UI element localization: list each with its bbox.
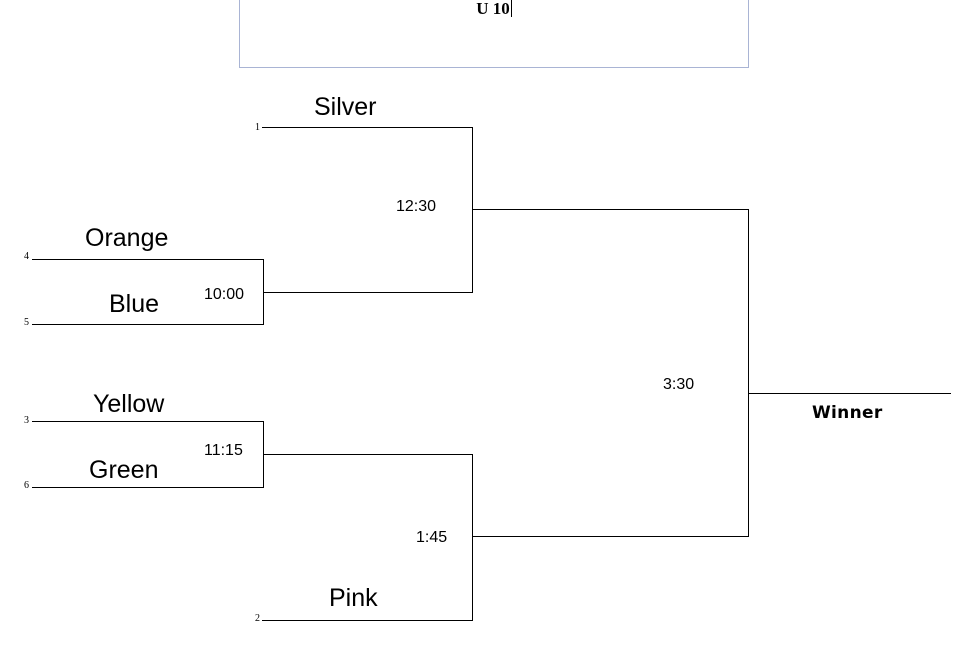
seed-number: 3	[24, 415, 29, 426]
text-cursor	[510, 0, 512, 17]
bracket-line-final	[748, 393, 951, 394]
bracket-connector	[472, 127, 473, 293]
bracket-line-pink	[262, 620, 472, 621]
bracket-line-winner-orange-blue	[263, 292, 473, 293]
seed-number: 4	[24, 251, 29, 262]
seed-number: 2	[255, 613, 260, 624]
bracket-line-green	[32, 487, 263, 488]
bracket-line-winner-yellow-green	[263, 454, 473, 455]
title-box: U 10	[239, 0, 749, 68]
bracket-line-orange	[32, 259, 263, 260]
bracket-line-blue	[32, 324, 263, 325]
bracket-connector	[472, 454, 473, 621]
bracket-line-yellow	[32, 421, 263, 422]
team-green: Green	[89, 456, 159, 484]
game-time: 1:45	[416, 529, 448, 546]
team-silver: Silver	[314, 93, 377, 121]
seed-number: 6	[24, 480, 29, 491]
winner-label: Winner	[812, 403, 883, 423]
bracket-title[interactable]: U 10	[240, 0, 748, 19]
bracket-line-silver	[262, 127, 472, 128]
game-time: 11:15	[204, 442, 243, 459]
team-orange: Orange	[85, 224, 169, 252]
bracket-line-semifinal-bottom	[472, 536, 749, 537]
bracket-line-semifinal-top	[472, 209, 749, 210]
seed-number: 1	[255, 122, 260, 133]
bracket-title-text: U 10	[476, 0, 510, 18]
bracket-connector-final	[748, 209, 749, 537]
team-yellow: Yellow	[93, 390, 165, 418]
game-time-final: 3:30	[663, 376, 695, 393]
seed-number: 5	[24, 317, 29, 328]
game-time: 12:30	[396, 198, 437, 215]
team-blue: Blue	[109, 290, 160, 318]
game-time: 10:00	[204, 286, 245, 303]
team-pink: Pink	[329, 584, 378, 612]
